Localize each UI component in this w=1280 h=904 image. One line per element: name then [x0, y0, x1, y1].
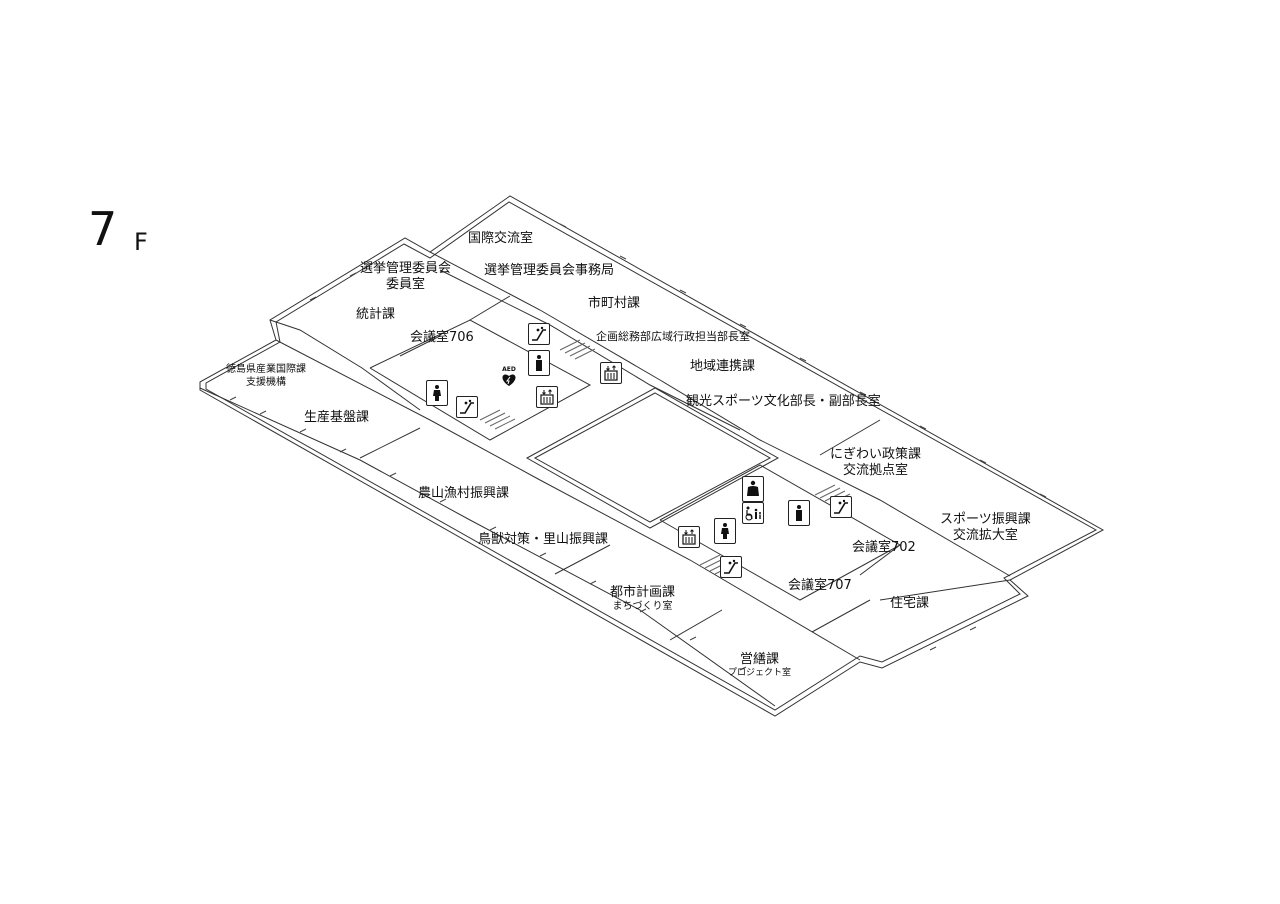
room-kaigi707: 会議室707 — [788, 578, 852, 593]
room-label: 都市計画課 — [610, 585, 676, 600]
room-label: 選挙管理委員会 — [360, 261, 452, 276]
divider — [399, 335, 441, 357]
multipurpose-toilet-icon — [742, 476, 764, 502]
atrium — [525, 387, 780, 529]
upper-corridor-b — [439, 269, 741, 431]
room-senkyo-iin: 選挙管理委員会 委員室 — [360, 261, 451, 294]
room-nigiwai: にぎわい政策課 交流拠点室 — [830, 447, 921, 480]
central-corridor-south — [199, 387, 776, 707]
divider — [359, 427, 421, 459]
divider — [859, 544, 901, 576]
room-jutaku: 住宅課 — [890, 596, 930, 611]
aed-label: AED — [502, 366, 516, 373]
room-sublabel: 支援機構 — [246, 376, 286, 388]
atrium-inner — [533, 392, 772, 523]
room-kanko: 観光スポーツ文化部長・副部長室 — [686, 394, 881, 409]
room-eizen: 営繕課 プロジェクト室 — [728, 652, 791, 680]
room-label: にぎわい政策課 — [830, 447, 922, 462]
room-sublabel: 交流拡大室 — [952, 528, 1018, 544]
divider — [879, 579, 1011, 601]
room-kaigi706: 会議室706 — [410, 330, 474, 345]
escalator-icon — [456, 396, 478, 418]
accessible-family-icon — [742, 502, 764, 524]
room-kokusai: 国際交流室 — [468, 231, 534, 246]
room-sublabel: まちづくり室 — [612, 601, 673, 613]
room-sublabel: 委員室 — [386, 277, 426, 293]
room-tokei: 統計課 — [356, 307, 396, 322]
men-toilet-icon — [528, 350, 550, 376]
room-chiiki: 地域連携課 — [690, 359, 756, 374]
divider — [469, 295, 511, 321]
room-shichoson: 市町村課 — [588, 296, 641, 311]
room-kaigi702: 会議室702 — [852, 540, 916, 555]
elevator-icon — [536, 386, 558, 408]
room-sublabel: プロジェクト室 — [728, 668, 792, 679]
divider — [554, 544, 611, 575]
men-toilet-icon — [788, 500, 810, 526]
room-toshi: 都市計画課 まちづくり室 — [610, 585, 675, 614]
room-sublabel: 交流拠点室 — [843, 463, 909, 479]
upper-corridor-a — [429, 251, 1011, 577]
escalator-icon — [830, 496, 852, 518]
west-core — [369, 319, 592, 441]
room-senkyo-jimu: 選挙管理委員会事務局 — [484, 263, 615, 278]
room-label: 徳島県産業国際課 — [226, 364, 306, 375]
room-tokushima-sangyo: 徳島県産業国際課 支援機構 — [226, 364, 306, 389]
women-toilet-icon — [714, 518, 736, 544]
floor-unit: F — [134, 228, 148, 256]
aed-icon: AED — [498, 366, 520, 388]
room-sports: スポーツ振興課 交流拡大室 — [940, 512, 1031, 545]
elevator-icon — [600, 362, 622, 384]
room-kikaku: 企画総務部広域行政担当部長室 — [596, 330, 750, 343]
escalator-icon — [528, 323, 550, 345]
north-wing-line — [269, 319, 421, 411]
elevator-icon — [678, 526, 700, 548]
building-outline-inner — [205, 201, 1098, 711]
room-seisan: 生産基盤課 — [304, 410, 370, 425]
room-noson: 農山漁村振興課 — [418, 486, 510, 501]
women-toilet-icon — [426, 380, 448, 406]
room-label: スポーツ振興課 — [940, 512, 1031, 527]
escalator-icon — [720, 556, 742, 578]
building-outline — [199, 195, 1105, 717]
central-corridor-north — [275, 339, 861, 661]
room-label: 営繕課 — [740, 652, 780, 667]
floor-number: 7 — [88, 202, 118, 256]
divider — [669, 609, 723, 641]
window-ticks — [229, 223, 1047, 671]
divider — [819, 419, 881, 456]
divider — [811, 599, 871, 633]
stairs-west — [479, 339, 596, 430]
room-chouju: 鳥獣対策・里山振興課 — [478, 532, 609, 547]
